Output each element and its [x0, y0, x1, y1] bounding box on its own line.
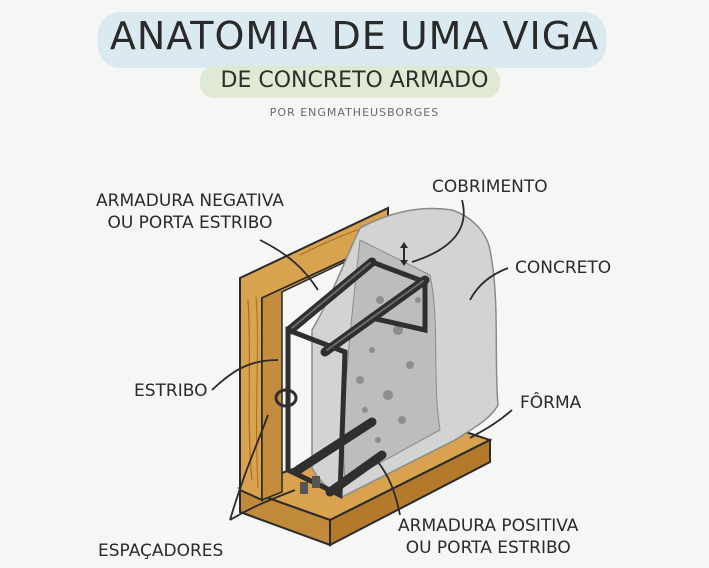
cobrimento-arrowhead	[400, 242, 408, 248]
byline: POR ENGMATHEUSBORGES	[269, 106, 440, 119]
label-armadura-negativa-line2: OU PORTA ESTRIBO	[107, 213, 273, 233]
label-armadura-positiva-line2: OU PORTA ESTRIBO	[405, 538, 571, 558]
header: ANATOMIA DE UMA VIGA DE CONCRETO ARMADO …	[0, 0, 709, 130]
wood-grain	[255, 295, 259, 489]
label-estribo: ESTRIBO	[134, 381, 208, 401]
spacer-block	[300, 482, 308, 494]
leader-lines	[211, 199, 513, 521]
forma-bottom-front	[329, 438, 491, 547]
concrete-aggregate	[356, 296, 421, 443]
label-armadura-negativa: ARMADURA NEGATIVA OU PORTA ESTRIBO	[96, 190, 284, 234]
spacer-block	[312, 476, 320, 488]
spacer-ring	[274, 388, 298, 408]
label-concreto: CONCRETO	[515, 258, 612, 278]
page-title: ANATOMIA DE UMA VIGA	[109, 14, 600, 58]
page-subtitle: DE CONCRETO ARMADO	[220, 68, 489, 93]
title-highlight	[98, 12, 606, 68]
label-armadura-negativa-line1: ARMADURA NEGATIVA	[96, 191, 284, 211]
subtitle-highlight	[200, 66, 500, 98]
label-armadura-positiva-line1: ARMADURA POSITIVA	[398, 516, 579, 536]
label-espacadores: ESPAÇADORES	[98, 541, 224, 561]
cobrimento-arrowhead	[400, 260, 408, 266]
label-cobrimento: COBRIMENTO	[432, 177, 548, 197]
label-forma: FÔRMA	[520, 393, 582, 413]
label-armadura-positiva: ARMADURA POSITIVA OU PORTA ESTRIBO	[398, 515, 578, 559]
rebar-highlights	[291, 262, 424, 351]
